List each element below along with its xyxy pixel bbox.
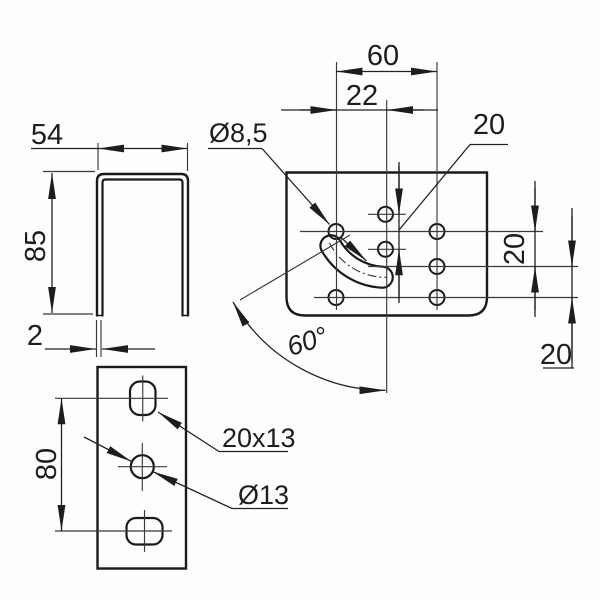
leader-front-hole-dia: Ø13 (83, 436, 289, 510)
dim-side-height: 85 (20, 170, 95, 315)
dim-top-offset: 22 (281, 80, 438, 114)
dim-side-thickness-label: 2 (27, 320, 43, 352)
channel-inner-outline (101, 178, 184, 317)
dim-front-hole-spacing-label: 80 (31, 448, 63, 480)
dim-top-offset-label: 22 (346, 80, 378, 112)
dim-top-width-label: 60 (367, 40, 399, 72)
dim-side-width: 54 (31, 119, 189, 171)
front-plate-outline (96, 365, 188, 570)
dim-side-width-label: 54 (31, 119, 63, 151)
leader-top-hole-dia-label: Ø8,5 (209, 118, 268, 148)
leader-front-hole-dia-label: Ø13 (238, 480, 289, 510)
dim-top-leader-pitch-label: 20 (473, 109, 505, 141)
leader-top-hole-dia: Ø8,5 (208, 118, 367, 262)
dim-side-thickness: 2 (27, 320, 155, 357)
dim-side-height-label: 85 (20, 230, 52, 262)
dim-top-row-pitch-1: 20 (499, 181, 539, 317)
dim-front-hole-spacing: 80 (31, 398, 66, 531)
channel-outer-outline (95, 172, 190, 317)
leader-front-slot-size: 20x13 (157, 411, 296, 453)
dim-top-row-pitch-2: 20 (540, 208, 576, 371)
front-view-plate (55, 365, 188, 570)
top-view-plate (285, 62, 578, 393)
dim-top-row-pitch-2-label: 20 (540, 339, 572, 371)
top-arc-slot-centerline (328, 242, 387, 278)
dim-top-row-pitch-1-label: 20 (499, 233, 531, 265)
side-view-channel (95, 172, 190, 317)
leader-front-slot-size-label: 20x13 (222, 423, 296, 453)
dim-top-width: 60 (336, 40, 437, 76)
dim-top-leader-pitch: 20 (395, 109, 508, 303)
dim-top-slot-angle-label: 60° (283, 321, 331, 362)
